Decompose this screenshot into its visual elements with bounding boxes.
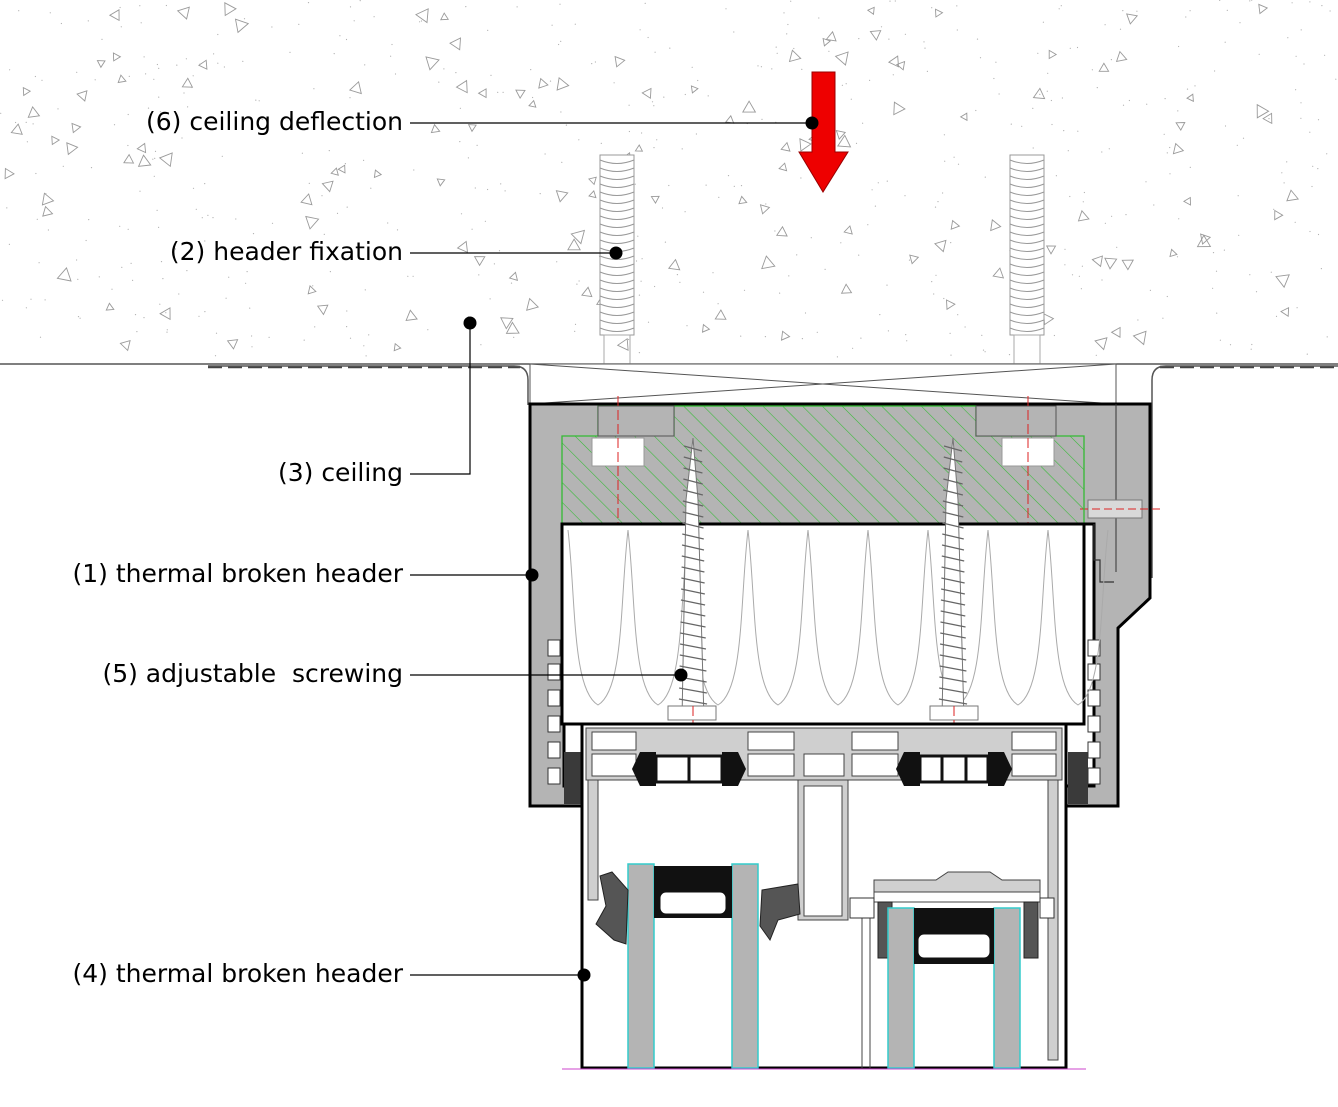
insulation-box — [560, 522, 1109, 726]
label-ceiling-deflection: (6) ceiling deflection — [146, 107, 403, 136]
deflection-arrow-icon — [798, 71, 849, 193]
gasket-teeth — [849, 897, 1055, 919]
thermal-break-right — [896, 752, 1012, 786]
label-adjustable-screwing: (5) adjustable screwing — [102, 659, 403, 688]
glass-unit-left — [627, 863, 759, 1069]
label-thermal-broken-header-1: (1) thermal broken header — [72, 559, 403, 588]
adjustable-screw-right — [929, 437, 979, 828]
window-header-frame — [562, 722, 1086, 1070]
glass-unit-right — [861, 871, 1041, 1069]
hatched-block — [561, 396, 1085, 530]
anchor-bolt-right — [1009, 154, 1045, 516]
leader-dots — [463, 116, 819, 982]
leader-lines — [410, 122, 812, 976]
label-ceiling: (3) ceiling — [278, 458, 403, 487]
thermal-break-left — [632, 752, 746, 786]
label-header-fixation: (2) header fixation — [170, 237, 403, 266]
label-thermal-broken-header-4: (4) thermal broken header — [72, 959, 403, 988]
